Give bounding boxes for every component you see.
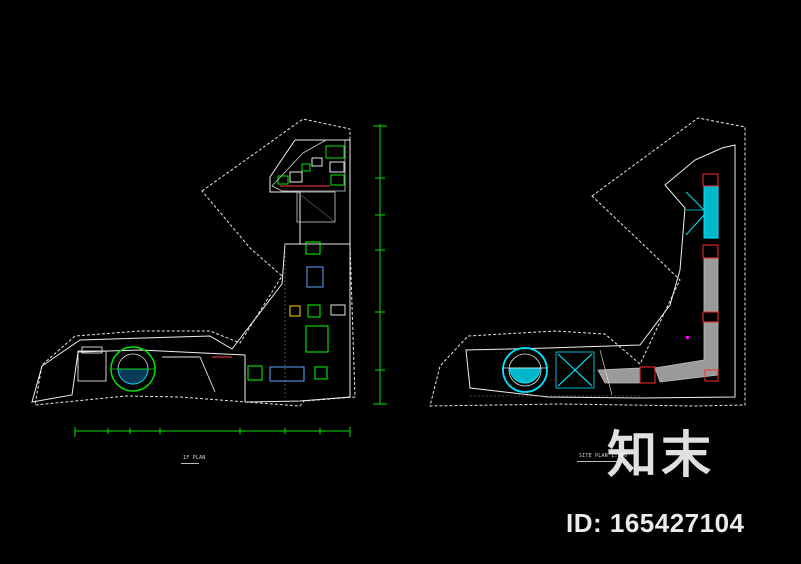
right-building-outline <box>465 144 736 399</box>
left-floor-plan <box>31 118 387 437</box>
left-plan-caption: 1F PLAN <box>183 455 206 461</box>
right-grey-corridor-vertical <box>703 257 719 313</box>
right-plan-caption: SITE PLAN 1:500 <box>579 453 628 459</box>
left-site-boundary <box>34 118 356 407</box>
right-site-plan <box>429 117 746 407</box>
right-cyan-stair <box>685 185 719 239</box>
left-wing-rooms <box>247 241 346 397</box>
left-stair-core <box>296 191 336 223</box>
left-plan-caption-underline <box>181 463 199 464</box>
right-grey-corridor-corner <box>654 321 719 383</box>
right-magenta-marker <box>686 336 689 339</box>
right-site-boundary <box>429 117 746 407</box>
left-vertical-dimension <box>373 124 387 405</box>
left-upper-rooms <box>277 145 345 187</box>
right-round-hall <box>502 347 548 393</box>
left-upper-wedge <box>271 139 346 192</box>
right-cyan-cross <box>555 349 613 396</box>
right-grey-corridor-horizontal <box>597 367 641 384</box>
left-west-rooms <box>77 346 232 393</box>
left-round-hall <box>110 346 156 392</box>
left-horizontal-dimension <box>74 427 351 437</box>
right-red-connectors <box>639 173 719 384</box>
watermark-id-text: ID: 165427104 <box>566 508 745 538</box>
watermark-logo-text: 知末 <box>607 426 715 484</box>
right-plan-caption-underline <box>577 461 617 462</box>
